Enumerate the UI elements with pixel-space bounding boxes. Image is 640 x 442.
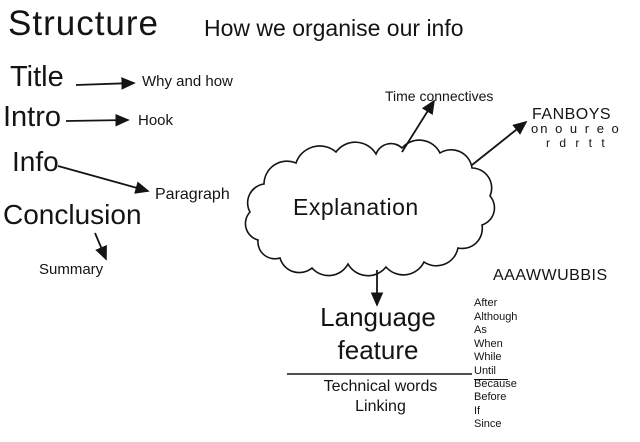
label-summary: Summary: [39, 261, 104, 278]
label-hook: Hook: [138, 112, 174, 129]
list-item: Because: [474, 377, 517, 390]
language-feature-sublabels: Technical words Linking: [288, 377, 473, 417]
list-item: While: [474, 351, 502, 363]
fanboys-scribble-line-1: on o u r e o: [531, 121, 621, 136]
list-item: Since: [474, 418, 502, 430]
aaawwubbis-word-list: After Although As When While Until Becau…: [474, 297, 517, 432]
list-item: When: [474, 337, 503, 350]
language-feature-block: Language feature: [288, 301, 468, 367]
fanboys-scribble-line-2: r d r t t: [546, 136, 608, 150]
label-conclusion: Conclusion: [3, 199, 142, 230]
list-item: Before: [474, 391, 507, 403]
list-item: If: [474, 404, 481, 417]
explanation-cloud-shape: [244, 139, 496, 277]
page-title: Structure: [8, 4, 159, 43]
label-why-and-how: Why and how: [142, 73, 233, 90]
list-item: After: [474, 297, 498, 309]
label-info: Info: [12, 146, 59, 177]
list-item: As: [474, 324, 487, 336]
label-intro: Intro: [3, 101, 62, 133]
list-item: Until: [474, 365, 508, 380]
label-technical-words: Technical words: [323, 378, 438, 395]
arrow-intro-to-hook: [65, 113, 130, 127]
language-feature-line1: Language: [320, 302, 436, 332]
label-aaawwubbis: AAAWWUBBIS: [493, 267, 608, 284]
arrow-conclusion-to-summary: [94, 232, 107, 261]
arrow-cloud-to-fanboys: [471, 120, 528, 166]
label-time-connectives: Time connectives: [385, 88, 494, 104]
cloud-label-explanation: Explanation: [293, 194, 419, 220]
label-paragraph: Paragraph: [155, 186, 230, 203]
label-fanboys: FANBOYS: [532, 106, 612, 123]
arrow-title-to-whyhow: [75, 77, 136, 90]
arrow-cloud-to-time-connectives: [401, 99, 435, 153]
list-item: Although: [474, 310, 518, 323]
page-subtitle: How we organise our info: [204, 15, 464, 41]
arrow-info-to-paragraph: [57, 165, 150, 194]
label-linking: Linking: [355, 398, 406, 415]
label-title: Title: [10, 61, 64, 93]
language-feature-line2: feature: [337, 335, 419, 365]
